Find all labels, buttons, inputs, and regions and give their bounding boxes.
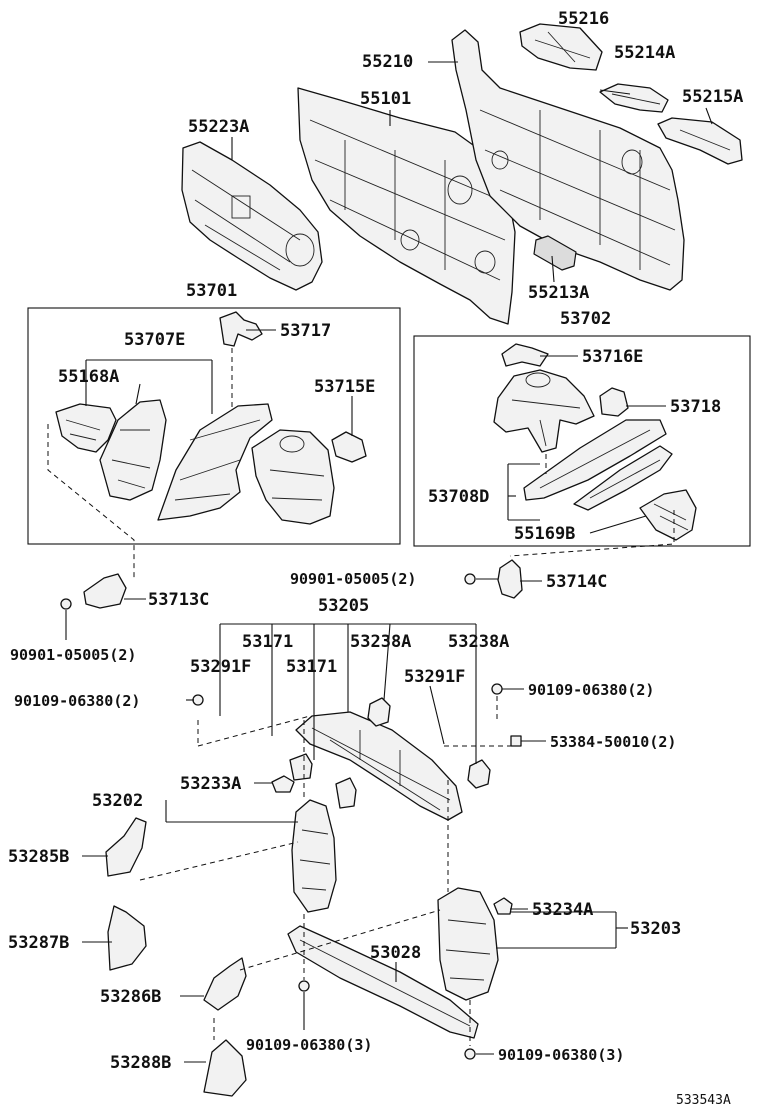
label-90109-06380-bottom-right: 90109-06380(3) [498, 1046, 624, 1064]
part-53714C-shape [497, 559, 523, 599]
part-53171-b-shape [335, 777, 357, 809]
part-55216-shape [519, 23, 603, 71]
part-53202-shape [291, 799, 337, 913]
part-53238A-right-shape [467, 759, 491, 789]
part-53286B-shape [203, 957, 247, 1011]
part-55215A-shape [657, 117, 743, 165]
part-53717-shape [219, 311, 263, 347]
part-53205-shape [295, 711, 463, 821]
part-55101-shape [297, 87, 516, 325]
label-53288B: 53288B [110, 1053, 171, 1073]
label-55214A: 55214A [614, 43, 675, 63]
group-box-53701 [27, 307, 401, 545]
label-55215A: 55215A [682, 87, 743, 107]
part-53234A-shape [493, 897, 513, 915]
label-53238A-b: 53238A [448, 632, 509, 652]
label-90901-05005-left: 90901-05005(2) [10, 646, 136, 664]
part-53287B-shape [107, 905, 147, 971]
part-53288B-shape [203, 1039, 247, 1097]
bolt-90109-06380-center-shape [298, 980, 310, 992]
label-53203: 53203 [630, 919, 681, 939]
label-53717: 53717 [280, 321, 331, 341]
label-90901-05005-right: 90901-05005(2) [290, 570, 416, 588]
label-55168A: 55168A [58, 367, 119, 387]
part-53707E-left-shape [99, 399, 167, 501]
label-53718: 53718 [670, 397, 721, 417]
label-53713C: 53713C [148, 590, 209, 610]
label-53291F-right: 53291F [404, 667, 465, 687]
bolt-90109-06380-right-shape [491, 683, 503, 695]
label-53234A: 53234A [532, 900, 593, 920]
label-53714C: 53714C [546, 572, 607, 592]
clip-53384-50010-shape [510, 735, 522, 747]
label-53238A-a: 53238A [350, 632, 411, 652]
bolt-90109-06380-bottom-right-shape [464, 1048, 476, 1060]
label-53285B: 53285B [8, 847, 69, 867]
part-53715E-bracket-shape [331, 431, 367, 463]
catalog-code: 533543A [676, 1093, 731, 1108]
label-53286B: 53286B [100, 987, 161, 1007]
part-53716E-shape [501, 343, 549, 367]
label-90109-06380-left: 90109-06380(2) [14, 692, 140, 710]
group-box-53702 [413, 335, 751, 547]
label-53707E: 53707E [124, 330, 185, 350]
part-53203-shape [437, 887, 499, 1001]
label-53205: 53205 [318, 596, 369, 616]
part-55213A-shape [533, 235, 577, 271]
part-53171-a-shape [289, 753, 313, 781]
label-53171-b: 53171 [286, 657, 337, 677]
label-53233A: 53233A [180, 774, 241, 794]
part-55214A-shape [599, 83, 669, 113]
part-55223A-shape [181, 141, 323, 291]
label-53028: 53028 [370, 943, 421, 963]
part-53285B-shape [105, 817, 147, 877]
label-53702: 53702 [560, 309, 611, 329]
label-53171-a: 53171 [242, 632, 293, 652]
bolt-90901-05005-right-shape [464, 573, 476, 585]
label-55223A: 55223A [188, 117, 249, 137]
label-55216: 55216 [558, 9, 609, 29]
part-53713C-shape [83, 573, 127, 609]
label-90109-06380-center: 90109-06380(3) [246, 1036, 372, 1054]
part-53702-tower-shape [493, 369, 595, 453]
leader-lines [65, 61, 713, 1063]
label-55101: 55101 [360, 89, 411, 109]
part-53708D-shape [523, 419, 673, 511]
part-55169B-shape [639, 489, 697, 541]
bolt-90109-06380-left-shape [192, 694, 204, 706]
dashed-guide-lines [47, 348, 675, 1046]
label-90109-06380-right: 90109-06380(2) [528, 681, 654, 699]
label-55210: 55210 [362, 52, 413, 72]
part-53233A-shape [271, 775, 295, 793]
part-55210-shape [451, 29, 685, 291]
label-53291F-left: 53291F [190, 657, 251, 677]
bolt-90901-05005-left-shape [60, 598, 72, 610]
part-53707E-right-shape [157, 403, 273, 521]
part-55168A-shape [55, 403, 117, 453]
label-55169B: 55169B [514, 524, 575, 544]
part-53718-shape [599, 387, 629, 417]
label-53715E: 53715E [314, 377, 375, 397]
label-53701: 53701 [186, 281, 237, 301]
label-53384-50010: 53384-50010(2) [550, 733, 676, 751]
label-53202: 53202 [92, 791, 143, 811]
part-53715E-tower-shape [251, 429, 335, 525]
part-53028-shape [287, 925, 479, 1039]
label-55213A: 55213A [528, 283, 589, 303]
label-53708D: 53708D [428, 487, 489, 507]
label-53287B: 53287B [8, 933, 69, 953]
label-53716E: 53716E [582, 347, 643, 367]
part-labels: 55216 55210 55214A 55101 55215A 55223A 5… [8, 9, 743, 1108]
part-53238A-left-shape [367, 697, 391, 727]
